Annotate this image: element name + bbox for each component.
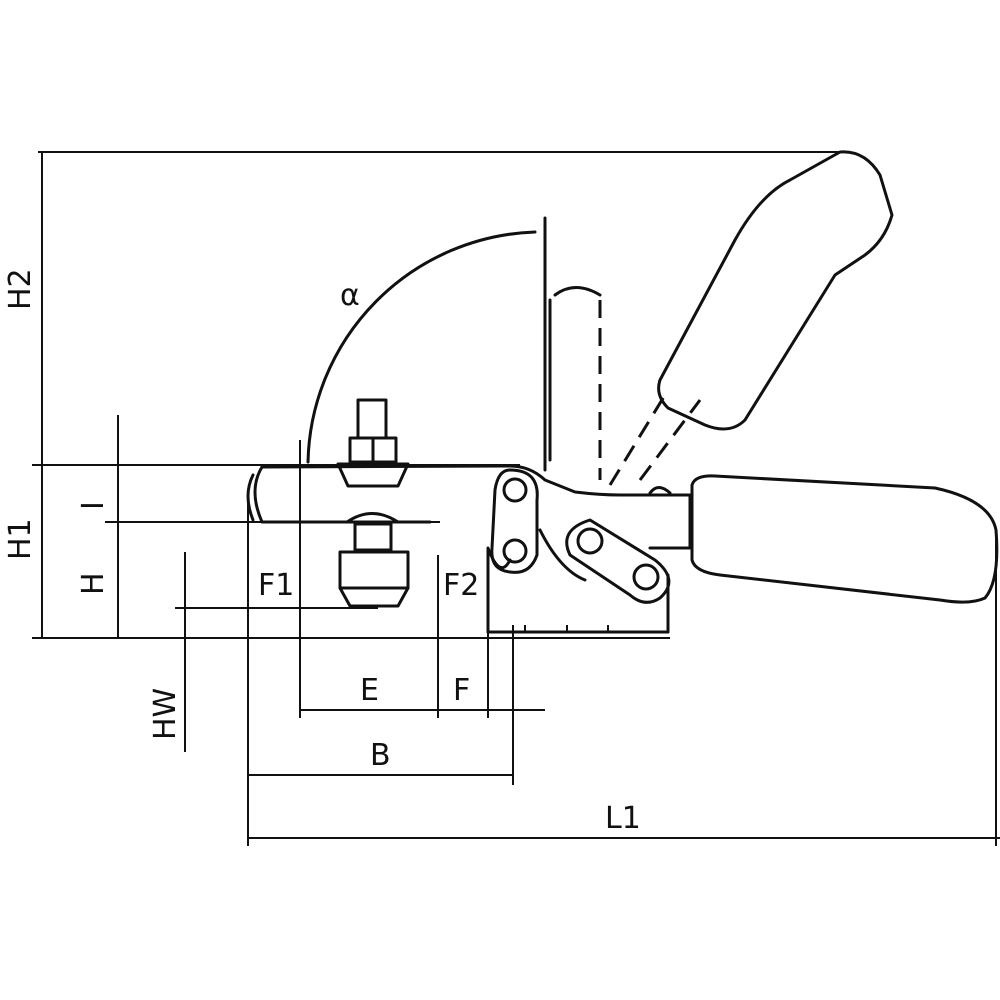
label-b: B: [370, 738, 391, 773]
label-f: F: [453, 673, 470, 708]
label-e: E: [360, 673, 379, 708]
open-position: [548, 150, 894, 486]
clamp-arm: [246, 464, 692, 604]
label-l1: L1: [605, 801, 641, 836]
label-h2: H2: [3, 268, 38, 310]
dimension-lines: [32, 151, 1000, 846]
label-h1: H1: [3, 518, 38, 560]
label-h: H: [76, 572, 111, 595]
label-alpha: α: [340, 278, 360, 313]
label-hw: HW: [148, 688, 183, 740]
handle: [690, 474, 999, 604]
label-f2: F2: [443, 568, 479, 603]
label-f1: F1: [258, 568, 294, 603]
label-i: I: [76, 501, 111, 510]
spindle: [336, 398, 410, 608]
angle-arc: [306, 230, 537, 464]
